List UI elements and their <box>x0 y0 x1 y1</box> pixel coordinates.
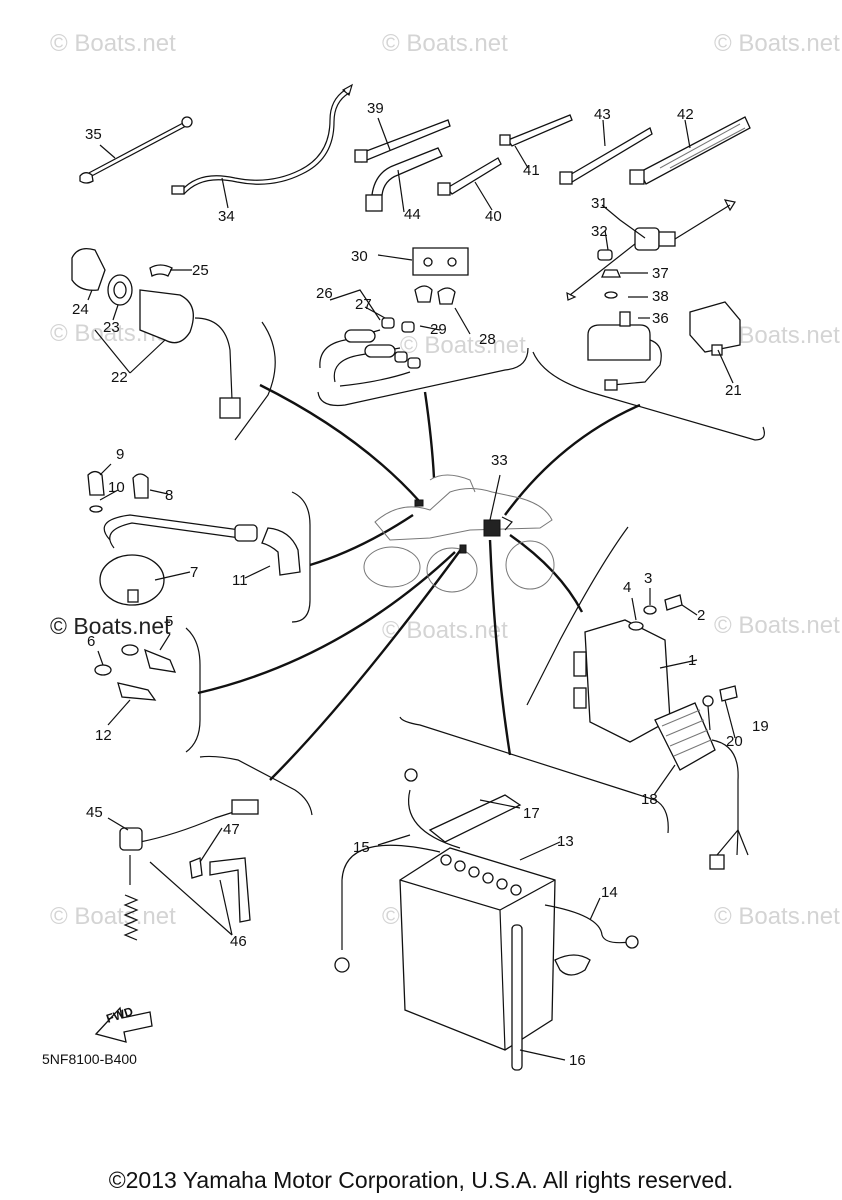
part-18-rectifier <box>654 685 749 870</box>
callout-30: 30 <box>351 248 368 265</box>
callout-13: 13 <box>557 833 574 850</box>
part-34-lead <box>171 83 353 195</box>
part-43-tie <box>559 127 653 185</box>
group-bracket <box>199 755 313 816</box>
part-41-tie <box>499 114 573 147</box>
callout-28: 28 <box>479 331 496 348</box>
callout-37: 37 <box>652 265 669 282</box>
callout-10: 10 <box>108 479 125 496</box>
callout-33: 33 <box>491 452 508 469</box>
connection-line <box>259 383 421 503</box>
callout-44: 44 <box>404 206 421 223</box>
diagram-code: 5NF8100-B400 <box>42 1051 137 1067</box>
watermark: © Boats.net <box>50 30 176 57</box>
callout-8: 8 <box>165 487 174 504</box>
group-bracket <box>532 351 765 441</box>
callout-45: 45 <box>86 804 103 821</box>
part-7-ignition-coil <box>87 470 301 606</box>
watermark: © Boats.net <box>382 617 508 644</box>
callout-14: 14 <box>601 884 618 901</box>
callout-12: 12 <box>95 727 112 744</box>
part-30-bracket <box>412 247 469 276</box>
callout-2: 2 <box>697 607 706 624</box>
callout-9: 9 <box>116 446 125 463</box>
callout-5: 5 <box>165 613 174 630</box>
part-1-cdi-unit <box>573 594 683 743</box>
callout-34: 34 <box>218 208 235 225</box>
callout-19: 19 <box>752 718 769 735</box>
callout-15: 15 <box>353 839 370 856</box>
callout-35: 35 <box>85 126 102 143</box>
connection-line <box>504 403 641 516</box>
part-31-switch <box>566 199 736 301</box>
connection-line <box>197 551 456 695</box>
part-21-relay-box <box>689 301 741 356</box>
callout-18: 18 <box>641 791 658 808</box>
part-42-tie <box>629 116 751 185</box>
group-bracket <box>526 526 629 706</box>
watermark: © Boats.net <box>714 612 840 639</box>
part-26-wires <box>319 285 456 387</box>
watermark: © Boats.net <box>50 903 176 930</box>
group-bracket <box>399 716 669 834</box>
callout-3: 3 <box>644 570 653 587</box>
group-bracket <box>317 347 529 407</box>
callout-17: 17 <box>523 805 540 822</box>
callout-47: 47 <box>223 821 240 838</box>
callout-22: 22 <box>111 369 128 386</box>
connection-line <box>269 547 463 781</box>
callout-36: 36 <box>652 310 669 327</box>
part-36-relay <box>587 269 662 391</box>
callout-21: 21 <box>725 382 742 399</box>
callout-38: 38 <box>652 288 669 305</box>
connection-line <box>488 539 512 756</box>
callout-27: 27 <box>355 296 372 313</box>
group-bracket <box>185 627 201 753</box>
callout-43: 43 <box>594 106 611 123</box>
copyright-notice: ©2013 Yamaha Motor Corporation, U.S.A. A… <box>108 1167 734 1193</box>
callout-16: 16 <box>569 1052 586 1069</box>
callout-4: 4 <box>623 579 632 596</box>
connection-line <box>423 391 436 479</box>
callout-20: 20 <box>726 733 743 750</box>
watermark-strong: © Boats.net <box>50 613 171 639</box>
watermark: © Boats.net <box>382 30 508 57</box>
callout-31: 31 <box>591 195 608 212</box>
part-39-tie <box>354 119 451 163</box>
leader-lines <box>87 117 736 1061</box>
group-bracket <box>234 321 276 441</box>
callout-11: 11 <box>232 572 248 589</box>
callout-7: 7 <box>190 564 199 581</box>
connection-line <box>309 513 414 567</box>
part-35-lead <box>79 116 193 184</box>
callout-26: 26 <box>316 285 333 302</box>
callout-6: 6 <box>87 633 96 650</box>
part-45-switch <box>119 799 259 941</box>
callout-46: 46 <box>230 933 247 950</box>
part-22-main-switch <box>71 247 241 419</box>
callout-41: 41 <box>523 162 540 179</box>
group-bracket <box>291 491 311 623</box>
callout-32: 32 <box>591 223 608 240</box>
fwd-arrow-icon <box>94 1006 153 1043</box>
watermark: © Boats.net <box>714 903 840 930</box>
part-12-switches <box>94 644 177 701</box>
watermark: © Boats.net <box>714 30 840 57</box>
part-44-tie <box>365 147 443 212</box>
callout-40: 40 <box>485 208 502 225</box>
callout-23: 23 <box>103 319 120 336</box>
callout-24: 24 <box>72 301 89 318</box>
callout-39: 39 <box>367 100 384 117</box>
part-40-tie <box>437 157 502 196</box>
callout-29: 29 <box>430 321 447 338</box>
callout-25: 25 <box>192 262 209 279</box>
callout-1: 1 <box>688 652 697 669</box>
part-13-battery <box>334 768 639 1071</box>
atv-outline <box>363 474 555 593</box>
watermark: © Boats.net <box>400 332 526 359</box>
callout-42: 42 <box>677 106 694 123</box>
